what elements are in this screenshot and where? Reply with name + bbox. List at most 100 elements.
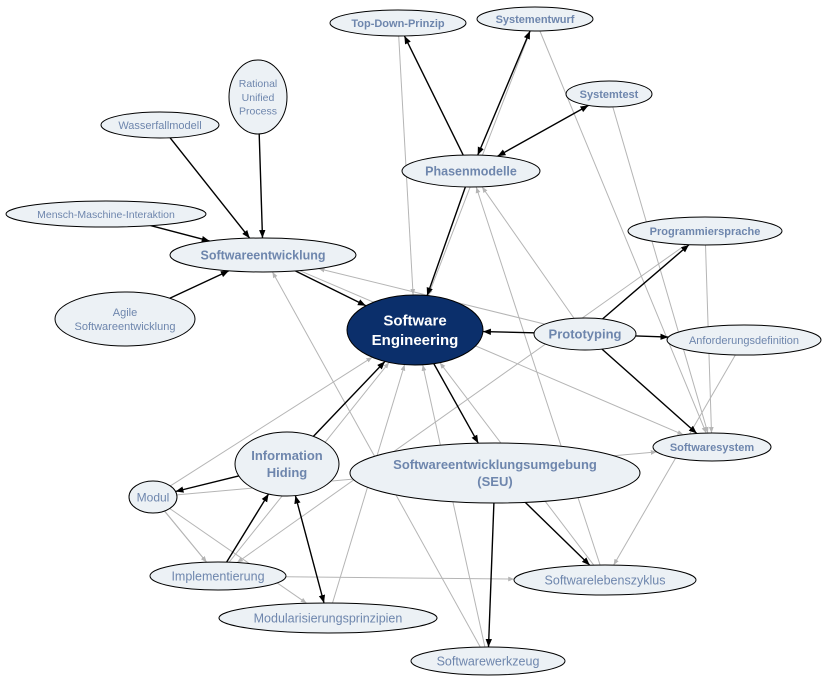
node-swlebenszyklus-label: Softwarelebenszyklus (545, 574, 666, 588)
edge-rup-to-swentwicklung (258, 133, 266, 239)
node-anforderung-label: Anforderungsdefinition (689, 335, 799, 347)
edge-phasenmodelle-to-systementwurf (477, 30, 531, 156)
node-se-label: Engineering (372, 332, 459, 349)
edge-anforderung-to-swlebenszyklus (613, 354, 736, 566)
edge-wasserfall-to-swentwicklung (169, 137, 251, 239)
node-swlebenszyklus[interactable]: Softwarelebenszyklus (513, 564, 697, 596)
node-seu[interactable]: Softwareentwicklungsumgebung (SEU) (349, 442, 641, 504)
node-systementwurf-label: Systementwurf (496, 14, 575, 26)
node-rup-shape (228, 59, 288, 135)
node-prototyping[interactable]: Prototyping (533, 317, 637, 351)
node-phasenmodelle-label: Phasenmodelle (425, 165, 517, 179)
node-implementierung-label: Implementierung (171, 570, 264, 584)
edge-modul-to-se (170, 356, 373, 487)
node-prototyping-shape (533, 317, 637, 351)
edge-phasenmodelle-to-systemtest (497, 104, 589, 157)
node-rup-label: Unified (242, 92, 275, 104)
node-anforderung-shape (666, 324, 822, 356)
node-implementierung-shape (149, 561, 287, 591)
node-phasenmodelle[interactable]: Phasenmodelle (401, 154, 541, 188)
node-wasserfall[interactable]: Wasserfallmodell (100, 111, 220, 139)
node-mmi-shape (5, 200, 207, 228)
node-topdown-label: Top-Down-Prinzip (351, 18, 445, 30)
node-modprinzipien-label: Modularisierungsprinzipien (254, 612, 403, 626)
node-softwaresystem-shape (652, 432, 772, 462)
node-agile-shape (54, 291, 196, 347)
edge-seu-to-swwerkzeug (485, 502, 495, 648)
edge-prototyping-to-se (482, 328, 535, 335)
node-mmi[interactable]: Mensch-Maschine-Interaktion (5, 200, 207, 228)
node-systemtest-shape (565, 80, 653, 108)
node-softwaresystem[interactable]: Softwaresystem (652, 432, 772, 462)
node-seu-shape (349, 442, 641, 504)
node-modul[interactable]: Modul (128, 480, 178, 514)
node-prototyping-label: Prototyping (549, 327, 622, 342)
node-phasenmodelle-shape (401, 154, 541, 188)
edge-modul-to-implementierung (164, 510, 207, 563)
node-swentwicklung-shape (169, 237, 357, 273)
edge-swlebenszyklus-to-phasenmodelle (475, 186, 601, 566)
node-systementwurf-shape (476, 6, 594, 32)
node-swwerkzeug[interactable]: Softwarewerkzeug (410, 646, 566, 676)
node-infohiding-shape (234, 431, 340, 497)
node-modul-shape (128, 480, 178, 514)
edge-infohiding-to-modul (175, 475, 239, 493)
edge-swentwicklung-to-se (294, 270, 367, 307)
node-topdown-shape (329, 9, 467, 37)
node-seu-label: (SEU) (477, 474, 512, 489)
edge-agile-to-swentwicklung (169, 270, 230, 299)
node-systemtest[interactable]: Systemtest (565, 80, 653, 108)
edge-infohiding-to-se (312, 360, 386, 437)
edge-modul-to-modprinzipien (169, 508, 307, 604)
node-swlebenszyklus-shape (513, 564, 697, 596)
strong-edges (150, 30, 698, 648)
node-progsprache[interactable]: Programmiersprache (627, 216, 783, 246)
node-implementierung[interactable]: Implementierung (149, 561, 287, 591)
node-swwerkzeug-label: Softwarewerkzeug (437, 655, 540, 669)
node-mmi-label: Mensch-Maschine-Interaktion (37, 209, 175, 221)
edge-mmi-to-swentwicklung (150, 224, 210, 243)
node-systemtest-label: Systemtest (580, 89, 639, 101)
node-agile-label: Softwareentwicklung (75, 321, 176, 333)
node-modprinzipien[interactable]: Modularisierungsprinzipien (218, 602, 438, 634)
edge-progsprache-to-implementierung (236, 244, 687, 564)
node-seu-label: Softwareentwicklungsumgebung (393, 457, 597, 472)
edge-swentwicklung-to-softwaresystem (299, 270, 684, 436)
node-progsprache-label: Programmiersprache (650, 226, 761, 238)
edge-prototyping-to-softwaresystem (601, 348, 698, 435)
node-wasserfall-label: Wasserfallmodell (118, 120, 201, 132)
edge-implementierung-to-infohiding (226, 493, 270, 563)
node-swentwicklung-label: Softwareentwicklung (200, 249, 325, 263)
node-softwaresystem-label: Softwaresystem (670, 442, 755, 454)
node-rup-label: Rational (239, 78, 278, 90)
edge-implementierung-to-swlebenszyklus (285, 576, 515, 582)
node-rup-label: Process (239, 105, 277, 117)
node-se-label: Software (383, 313, 446, 330)
edge-prototyping-to-phasenmodelle (481, 186, 575, 319)
node-topdown[interactable]: Top-Down-Prinzip (329, 9, 467, 37)
edge-seu-to-swlebenszyklus (524, 501, 591, 566)
edge-se-to-seu (433, 363, 479, 444)
edge-phasenmodelle-to-se (426, 186, 467, 296)
edge-infohiding-to-modprinzipien (294, 495, 326, 604)
edge-phasenmodelle-to-topdown (403, 35, 464, 156)
edge-swwerkzeug-to-se (421, 364, 486, 648)
node-swwerkzeug-shape (410, 646, 566, 676)
node-wasserfall-shape (100, 111, 220, 139)
node-infohiding-label: Hiding (267, 465, 307, 480)
node-swentwicklung[interactable]: Softwareentwicklung (169, 237, 357, 273)
node-infohiding-label: Information (251, 448, 323, 463)
edge-prototyping-to-progsprache (602, 244, 690, 320)
node-progsprache-shape (627, 216, 783, 246)
edge-prototyping-to-anforderung (635, 333, 669, 341)
node-modprinzipien-shape (218, 602, 438, 634)
node-systementwurf[interactable]: Systementwurf (476, 6, 594, 32)
node-modul-label: Modul (137, 490, 170, 504)
node-anforderung[interactable]: Anforderungsdefinition (666, 324, 822, 356)
